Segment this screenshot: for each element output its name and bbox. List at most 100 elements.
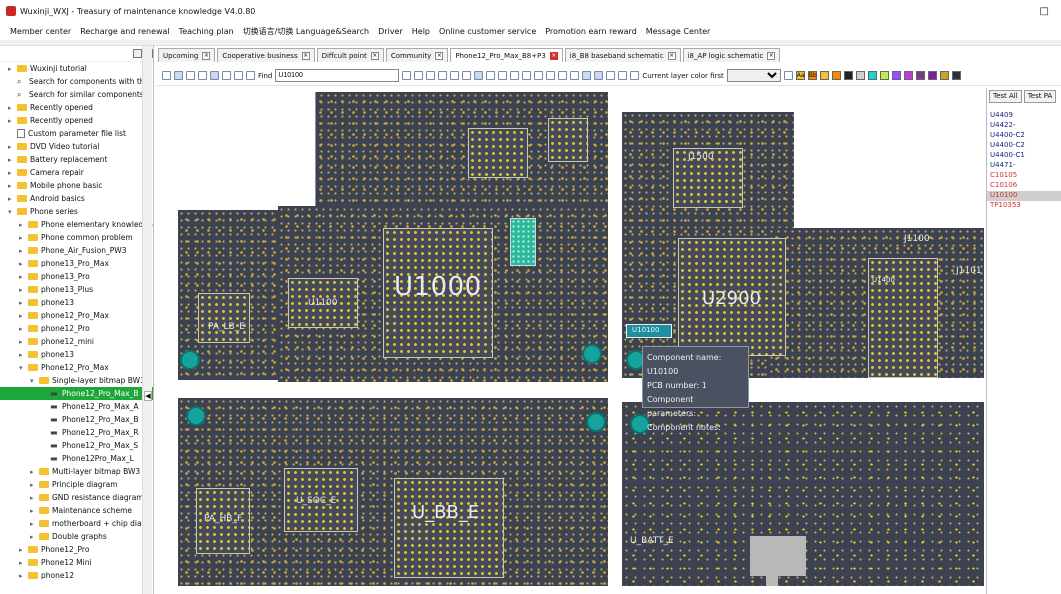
color-swatch[interactable] — [843, 71, 853, 80]
chip-j1500[interactable] — [673, 148, 743, 208]
chevron-right-icon[interactable]: ▸ — [8, 103, 12, 112]
chip-u2900[interactable] — [678, 238, 786, 356]
component-list-item[interactable]: TP10353 — [990, 201, 1021, 209]
close-icon[interactable]: × — [667, 51, 676, 60]
tree-item[interactable]: ▸phone13_Plus — [0, 283, 153, 296]
tree-item[interactable]: ▸DVD Video tutorial — [0, 140, 153, 153]
fit-icon[interactable] — [510, 71, 520, 80]
chevron-right-icon[interactable]: ▸ — [19, 545, 23, 554]
edit-icon[interactable] — [618, 71, 628, 80]
tab[interactable]: i8_AP logic schematic× — [682, 48, 781, 62]
chevron-right-icon[interactable]: ▸ — [8, 194, 12, 203]
copy-icon[interactable] — [198, 71, 207, 80]
tree-item[interactable]: ▸Phone common problem — [0, 231, 153, 244]
tree-item[interactable]: ▾Single-layer bitmap BW3 — [0, 374, 153, 387]
tree-item[interactable]: ▸Phone_Air_Fusion_PW3 — [0, 244, 153, 257]
tree-item[interactable]: ▬Phone12_Pro_Max_S — [0, 439, 153, 452]
tree-item[interactable]: ▸Battery replacement — [0, 153, 153, 166]
chevron-right-icon[interactable]: ▸ — [19, 350, 23, 359]
tree-item[interactable]: ▬Phone12_Pro_Max_B — [0, 387, 153, 400]
color-swatch[interactable] — [939, 71, 949, 80]
menu-driver[interactable]: Driver — [378, 26, 403, 36]
chevron-down-icon[interactable]: ▾ — [19, 363, 23, 372]
chevron-right-icon[interactable]: ▸ — [30, 467, 34, 476]
tree-item[interactable]: ▸GND resistance diagram — [0, 491, 153, 504]
chevron-right-icon[interactable]: ▸ — [19, 324, 23, 333]
chip-green-highlight[interactable] — [510, 218, 536, 266]
menu-message-center[interactable]: Message Center — [645, 26, 711, 36]
chip-u3100[interactable] — [868, 258, 938, 378]
settings-icon[interactable] — [438, 71, 448, 80]
text-highlight-icon[interactable] — [582, 71, 592, 80]
tree-item[interactable]: ⌕Search for similar components — [0, 88, 153, 101]
tree-item[interactable]: ▸motherboard + chip diag — [0, 517, 153, 530]
component-list-item[interactable]: U4400-C2 — [990, 141, 1025, 149]
close-icon[interactable]: × — [549, 51, 558, 60]
chevron-right-icon[interactable]: ▸ — [30, 493, 34, 502]
chip-u2600[interactable] — [468, 128, 528, 178]
text-d-icon[interactable] — [570, 71, 580, 80]
close-icon[interactable]: × — [767, 51, 776, 60]
find-input[interactable] — [275, 69, 400, 82]
text-a-icon[interactable] — [534, 71, 544, 80]
tree-item[interactable]: ▸phone13_Pro_Max — [0, 257, 153, 270]
tree-item[interactable]: ▸phone12_mini — [0, 335, 153, 348]
chevron-right-icon[interactable]: ▸ — [30, 532, 34, 541]
menu-online-service[interactable]: Online customer service — [439, 26, 537, 36]
chevron-right-icon[interactable]: ▸ — [19, 298, 23, 307]
chevron-down-icon[interactable]: ▾ — [30, 376, 34, 385]
test-all-button[interactable]: Test All — [989, 90, 1022, 103]
chip-u10100-highlight[interactable] — [626, 324, 672, 338]
color-swatch[interactable] — [831, 71, 841, 80]
color-swatch[interactable] — [867, 71, 877, 80]
chevron-right-icon[interactable]: ▸ — [19, 285, 23, 294]
select-icon[interactable] — [474, 71, 484, 80]
tree-item[interactable]: ▸Phone12_Pro — [0, 543, 153, 556]
chevron-right-icon[interactable]: ▸ — [19, 311, 23, 320]
menu-language-search[interactable]: 切换语言/切换 Language&Search — [242, 26, 370, 36]
layer-color-select[interactable] — [726, 69, 781, 82]
refresh-icon[interactable] — [426, 71, 436, 80]
menu-recharge[interactable]: Recharge and renewal — [80, 26, 170, 36]
component-list-item[interactable]: C10106 — [990, 181, 1018, 189]
chip-pa-lb[interactable] — [198, 293, 250, 343]
flip-y-icon[interactable] — [234, 71, 243, 80]
menu-member-center[interactable]: Member center — [10, 26, 72, 36]
pcb-canvas[interactable]: U1000 U1100 PA_LB_E U2900 J1500 J1100 J1… — [168, 88, 985, 586]
chip-pa-hb[interactable] — [196, 488, 250, 554]
arrow-right-icon[interactable] — [462, 71, 472, 80]
tree-item[interactable]: ▬Phone12Pro_Max_L — [0, 452, 153, 465]
component-list-item[interactable]: U4409 — [990, 111, 1013, 119]
menu-help[interactable]: Help — [411, 26, 431, 36]
dropdown-arrow-icon[interactable] — [162, 71, 171, 80]
mirror-icon[interactable] — [222, 71, 231, 80]
palette-icon[interactable] — [783, 71, 793, 80]
tree-item[interactable]: ▸Camera repair — [0, 166, 153, 179]
color-swatch[interactable] — [927, 71, 937, 80]
tree-item[interactable]: ▸phone13 — [0, 296, 153, 309]
chip-u1000[interactable] — [383, 228, 493, 358]
zoom-out-icon[interactable] — [498, 71, 508, 80]
component-list-item[interactable]: U4471- — [990, 161, 1016, 169]
chevron-right-icon[interactable]: ▸ — [8, 155, 12, 164]
tree-item[interactable]: ▸Principle diagram — [0, 478, 153, 491]
pin-icon[interactable] — [174, 71, 183, 80]
chevron-right-icon[interactable]: ▸ — [30, 519, 34, 528]
layer-icon[interactable] — [210, 71, 219, 80]
chevron-right-icon[interactable]: ▸ — [19, 220, 23, 229]
rotate-icon[interactable] — [186, 71, 195, 80]
tree-item[interactable]: ▸Recently opened — [0, 101, 153, 114]
tab[interactable]: Community× — [385, 48, 449, 62]
grid-icon[interactable] — [606, 71, 616, 80]
chip-u-soc-e[interactable] — [284, 468, 358, 532]
chevron-right-icon[interactable]: ▸ — [19, 246, 23, 255]
text-c-icon[interactable] — [558, 71, 568, 80]
chevron-right-icon[interactable]: ▸ — [19, 337, 23, 346]
tree-item[interactable]: ▾Phone12_Pro_Max — [0, 361, 153, 374]
tree-item[interactable]: ⌕Search for components with the — [0, 75, 153, 88]
tree-item[interactable]: ▸phone13 — [0, 348, 153, 361]
tree-item[interactable]: ▸Recently opened — [0, 114, 153, 127]
tab[interactable]: Diffcult point× — [316, 48, 384, 62]
chip-u1100[interactable] — [288, 278, 358, 328]
restore-window-button[interactable]: □ — [1039, 6, 1049, 17]
